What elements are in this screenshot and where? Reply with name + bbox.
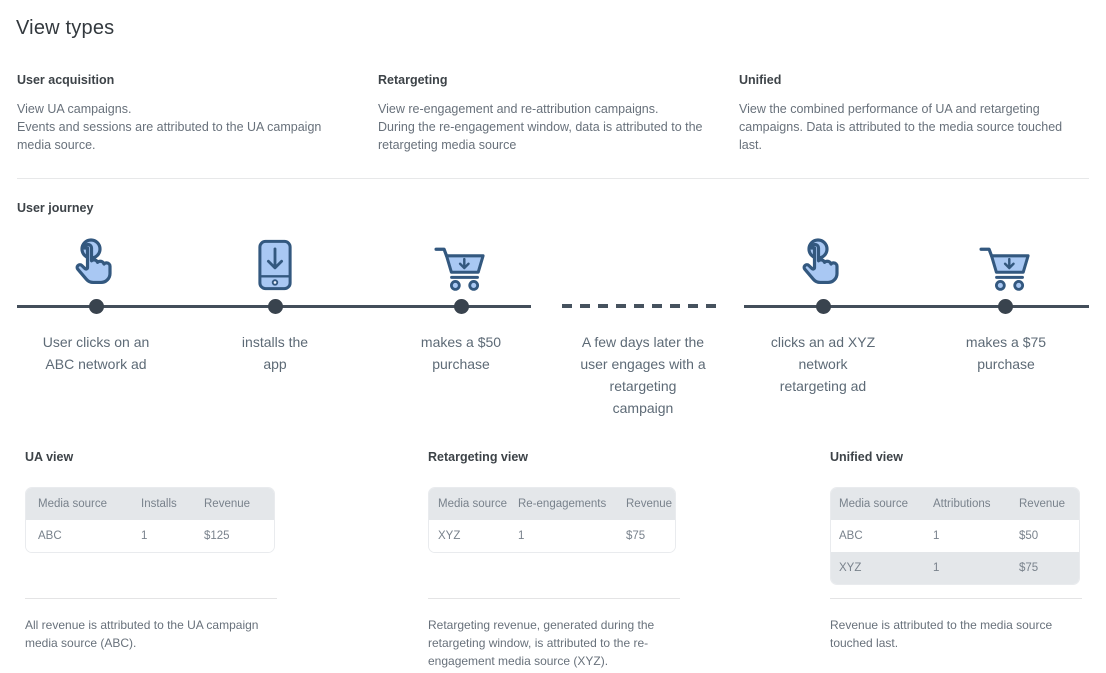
timeline-dot xyxy=(997,299,1013,314)
tap-icon xyxy=(796,237,850,293)
timeline-solid-segment xyxy=(744,305,1089,308)
journey-step-label: makes a $75 purchase xyxy=(965,334,1047,372)
table-cell: $75 xyxy=(626,530,646,542)
journey-step-label: makes a $50 purchase xyxy=(420,334,502,372)
view-type-column-retargeting: Retargeting View re-engagement and re-at… xyxy=(378,73,724,154)
column-header: Revenue xyxy=(1019,498,1066,510)
column-header: Media source xyxy=(438,498,508,510)
note-divider xyxy=(830,598,1082,599)
table-cell: 1 xyxy=(933,562,940,574)
column-header: Revenue xyxy=(204,498,251,510)
column-header: Attributions xyxy=(933,498,991,510)
user-journey-title: User journey xyxy=(17,201,94,215)
view-type-description: View re-engagement and re-attribution ca… xyxy=(378,102,703,152)
column-header: Re-engagements xyxy=(518,498,607,510)
journey-step-label: installs the app xyxy=(241,334,309,372)
view-type-title: Unified xyxy=(739,73,782,87)
timeline-dot xyxy=(88,299,104,314)
table-row: XYZ 1 $75 xyxy=(429,520,675,552)
table-cell: 1 xyxy=(518,530,525,542)
view-type-column-unified: Unified View the combined performance of… xyxy=(739,73,1085,154)
table-cell: $125 xyxy=(204,530,230,542)
table-cell: 1 xyxy=(933,530,940,542)
timeline-dashed-segment xyxy=(562,304,724,308)
table-cell: ABC xyxy=(839,530,863,542)
section-divider xyxy=(17,178,1089,179)
view-type-title: User acquisition xyxy=(17,73,115,87)
cart-icon xyxy=(433,245,489,292)
table-header-row: Media source Attributions Revenue xyxy=(831,488,1079,520)
table-header-row: Media source Re-engagements Revenue xyxy=(429,488,675,520)
unified-view-title: Unified view xyxy=(830,450,903,464)
journey-step-label: User clicks on an ABC network ad xyxy=(42,334,150,372)
table-cell: XYZ xyxy=(438,530,461,542)
timeline-dot xyxy=(267,299,283,314)
note-divider xyxy=(428,598,680,599)
table-header-row: Media source Installs Revenue xyxy=(26,488,274,520)
note-divider xyxy=(25,598,277,599)
table-cell: XYZ xyxy=(839,562,862,574)
timeline-dot xyxy=(815,299,831,314)
column-header: Media source xyxy=(839,498,909,510)
view-type-description: View the combined performance of UA and … xyxy=(739,102,1063,152)
tap-icon xyxy=(69,237,123,293)
retargeting-view-title: Retargeting view xyxy=(428,450,529,464)
column-header: Media source xyxy=(38,498,108,510)
table-cell: 1 xyxy=(141,530,148,542)
table-cell: ABC xyxy=(38,530,62,542)
column-header: Revenue xyxy=(626,498,673,510)
ua-view-note: All revenue is attributed to the UA camp… xyxy=(25,618,259,650)
journey-step-label: A few days later the user engages with a… xyxy=(580,334,706,416)
app-install-icon xyxy=(258,239,292,291)
journey-step-label: clicks an ad XYZ network retargeting ad xyxy=(770,334,876,394)
table-row: ABC 1 $125 xyxy=(26,520,274,552)
column-header: Installs xyxy=(141,498,177,510)
view-type-title: Retargeting xyxy=(378,73,448,87)
page-title: View types xyxy=(16,17,115,39)
table-row: XYZ 1 $75 xyxy=(831,552,1079,584)
unified-view-table: Media source Attributions Revenue ABC 1 … xyxy=(830,487,1080,585)
view-type-description: View UA campaigns. Events and sessions a… xyxy=(17,102,322,152)
timeline-dot xyxy=(453,299,469,314)
retargeting-view-table: Media source Re-engagements Revenue XYZ … xyxy=(428,487,676,553)
unified-view-note: Revenue is attributed to the media sourc… xyxy=(830,618,1053,650)
table-row: ABC 1 $50 xyxy=(831,520,1079,552)
view-type-column-user-acquisition: User acquisition View UA campaigns. Even… xyxy=(17,73,349,154)
retargeting-view-note: Retargeting revenue, generated during th… xyxy=(428,618,655,668)
table-cell: $50 xyxy=(1019,530,1039,542)
cart-icon xyxy=(978,245,1034,292)
ua-view-table: Media source Installs Revenue ABC 1 $125 xyxy=(25,487,275,553)
table-cell: $75 xyxy=(1019,562,1039,574)
ua-view-title: UA view xyxy=(25,450,74,464)
